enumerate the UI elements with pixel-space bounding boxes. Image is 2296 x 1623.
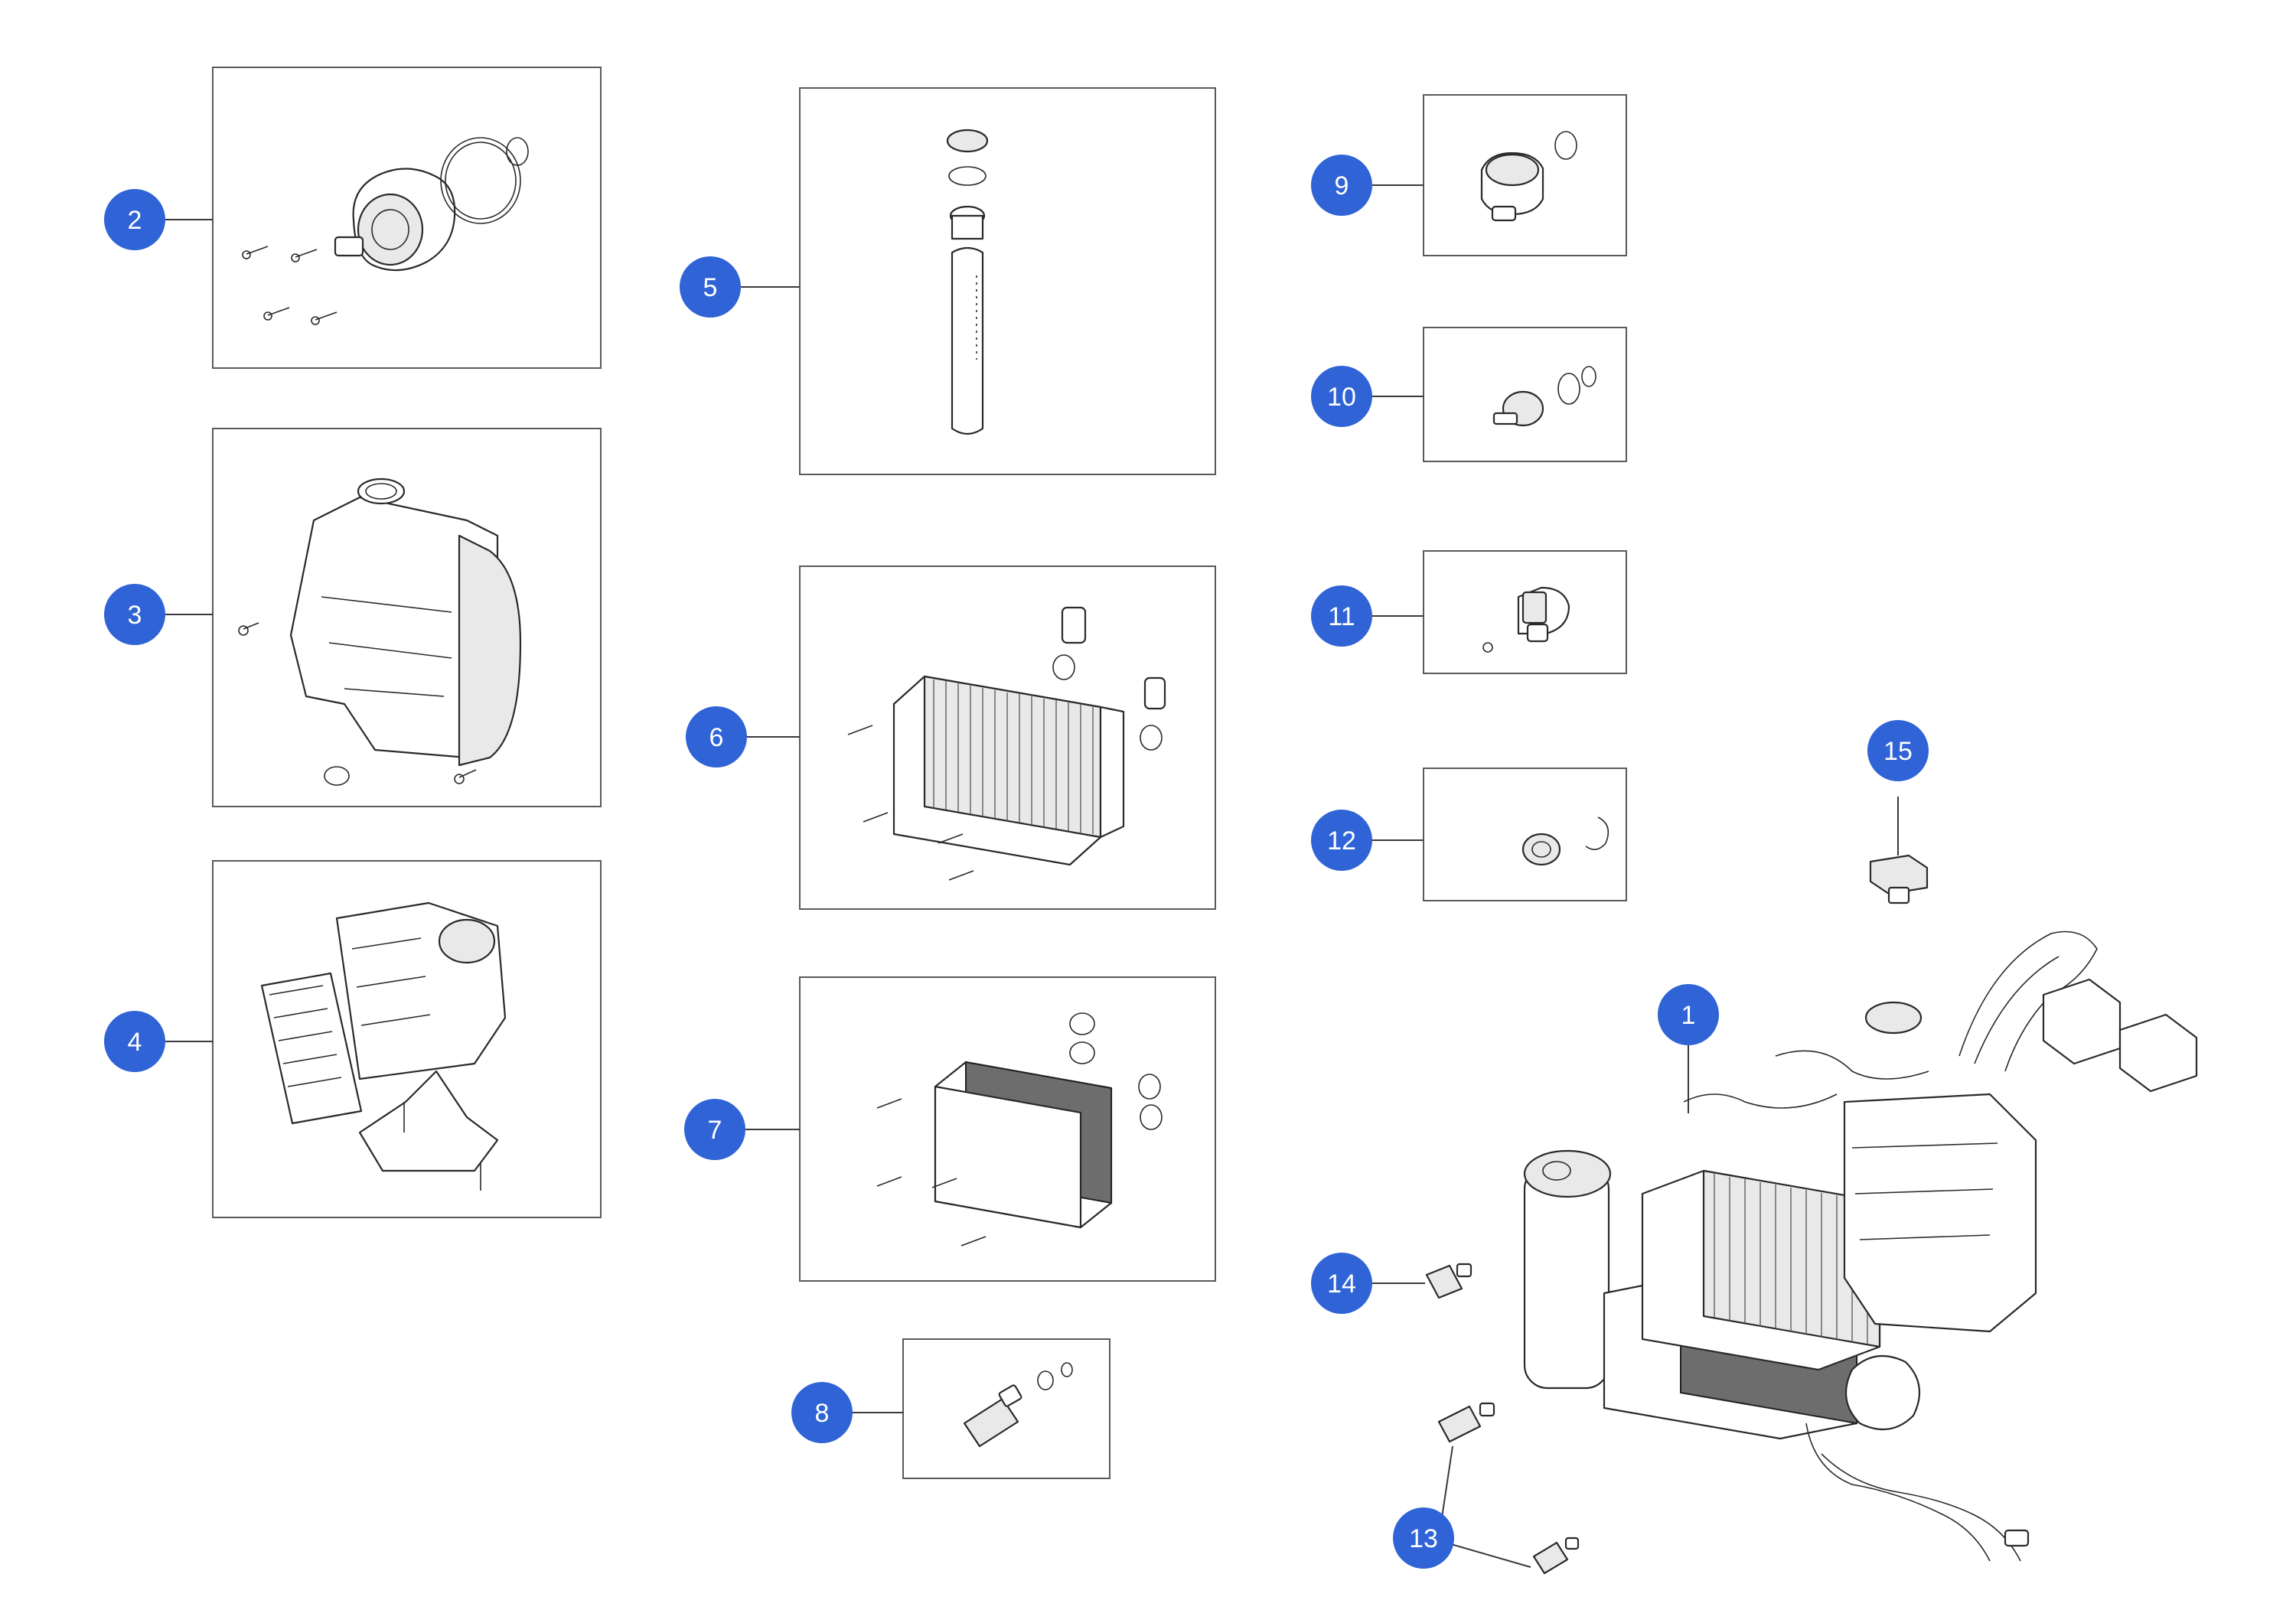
callout-9[interactable]: 9	[1311, 155, 1372, 216]
callout-12[interactable]: 12	[1311, 810, 1372, 871]
callout-2-label: 2	[128, 206, 142, 235]
callout-11-label: 11	[1328, 602, 1355, 631]
callout-4[interactable]: 4	[104, 1011, 165, 1072]
callout-12-label: 12	[1327, 826, 1356, 855]
callout-7-label: 7	[708, 1116, 722, 1145]
callout-8-label: 8	[815, 1399, 830, 1428]
callout-1-label: 1	[1681, 1001, 1696, 1030]
callout-14-label: 14	[1327, 1269, 1356, 1299]
part-15-switch-illustration	[1869, 854, 1929, 904]
part-1-assembly-illustration	[1523, 930, 2198, 1562]
callout-10[interactable]: 10	[1311, 366, 1372, 427]
callout-7[interactable]: 7	[684, 1099, 745, 1160]
callout-13[interactable]: 13	[1393, 1507, 1454, 1569]
callout-6-label: 6	[709, 723, 724, 752]
detail-box-12	[1423, 768, 1627, 901]
part-3-tank-illustration	[238, 477, 522, 786]
part-10-valve-illustration	[1492, 366, 1596, 427]
part-6-cooler-illustration	[847, 606, 1166, 881]
callout-5-label: 5	[703, 273, 718, 302]
callout-2[interactable]: 2	[104, 189, 165, 250]
callout-5[interactable]: 5	[680, 256, 741, 318]
callout-15[interactable]: 15	[1867, 720, 1929, 781]
part-2-pump-illustration	[242, 137, 529, 325]
callout-11[interactable]: 11	[1311, 585, 1372, 647]
callout-14[interactable]: 14	[1311, 1253, 1372, 1314]
part-11-actuator-illustration	[1482, 586, 1570, 653]
part-13-sensor-illustration	[1437, 1402, 1580, 1575]
detail-box-5	[799, 87, 1216, 475]
callout-9-label: 9	[1335, 171, 1349, 200]
part-7-cooler-illustration	[876, 1012, 1163, 1247]
callout-6[interactable]: 6	[686, 706, 747, 768]
callout-3[interactable]: 3	[104, 584, 165, 645]
callout-13-label: 13	[1409, 1524, 1438, 1553]
part-8-sensor-illustration	[963, 1362, 1073, 1448]
part-5-filter-illustration	[946, 129, 989, 435]
leader-lines	[165, 184, 1899, 1568]
part-14-sensor-illustration	[1425, 1263, 1473, 1299]
callout-15-label: 15	[1883, 737, 1913, 766]
callout-4-label: 4	[128, 1028, 142, 1057]
callout-10-label: 10	[1327, 383, 1356, 412]
part-9-valve-illustration	[1480, 131, 1577, 222]
callout-8[interactable]: 8	[791, 1382, 853, 1443]
part-12-plug-illustration	[1521, 816, 1609, 866]
callout-1[interactable]: 1	[1658, 984, 1719, 1045]
part-4-housing-illustration	[260, 901, 507, 1191]
callout-3-label: 3	[128, 601, 142, 630]
